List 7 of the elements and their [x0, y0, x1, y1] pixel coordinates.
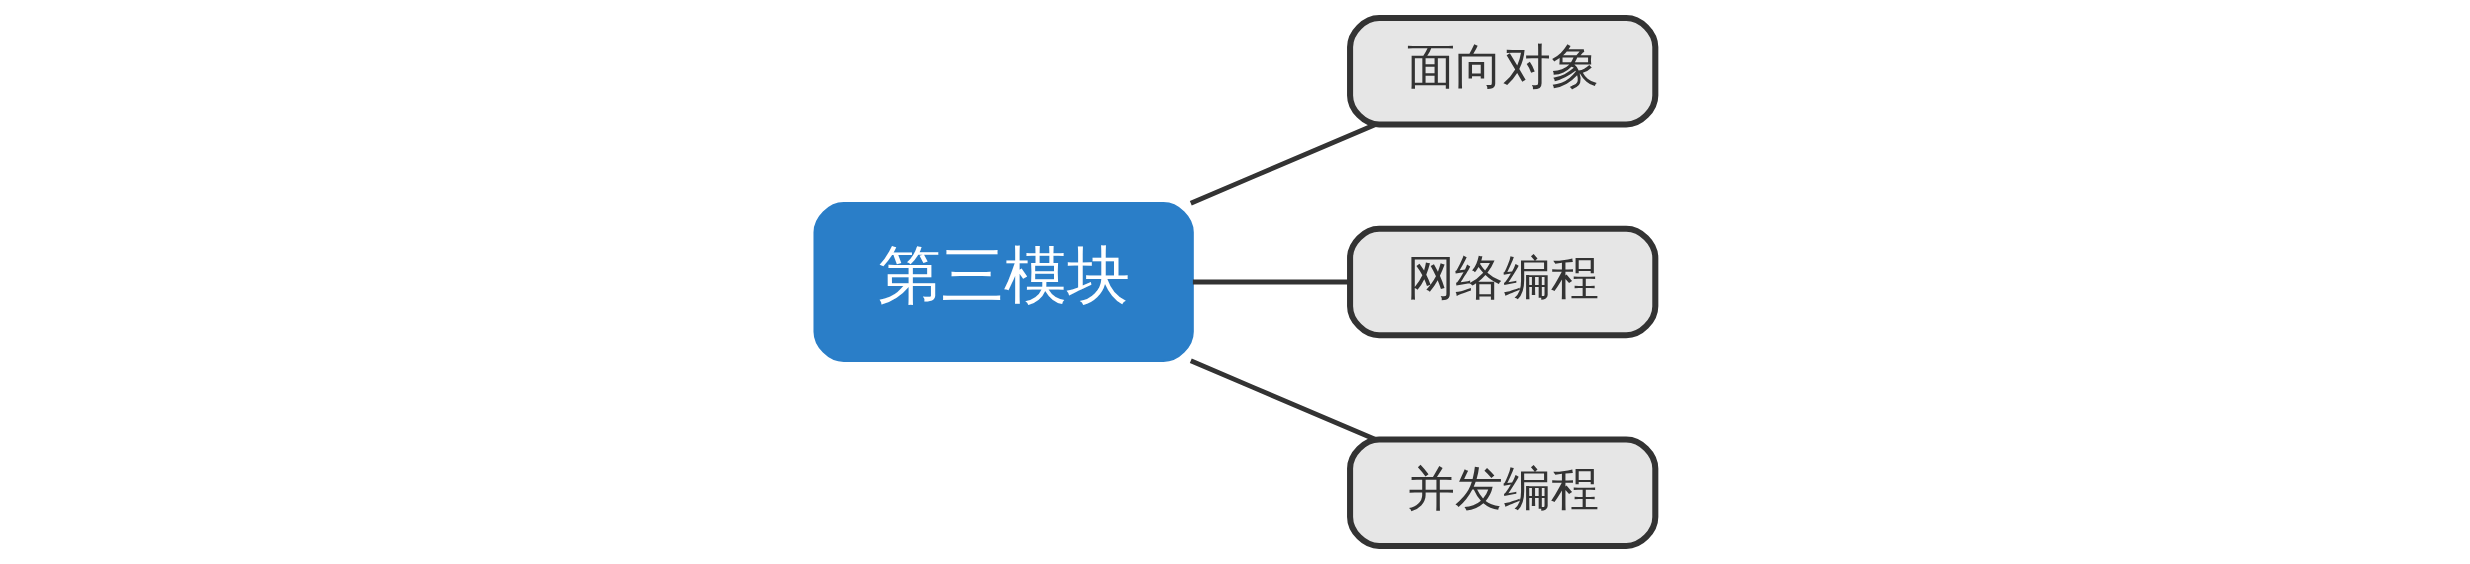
- connector: [1189, 122, 1376, 206]
- node-box: 网络编程: [1347, 225, 1659, 339]
- connector: [1189, 358, 1376, 442]
- node-box: 面向对象: [1347, 14, 1659, 128]
- node-box: 并发编程: [1347, 436, 1659, 550]
- connector: [1192, 279, 1350, 285]
- node-box: 第三模块: [813, 202, 1194, 362]
